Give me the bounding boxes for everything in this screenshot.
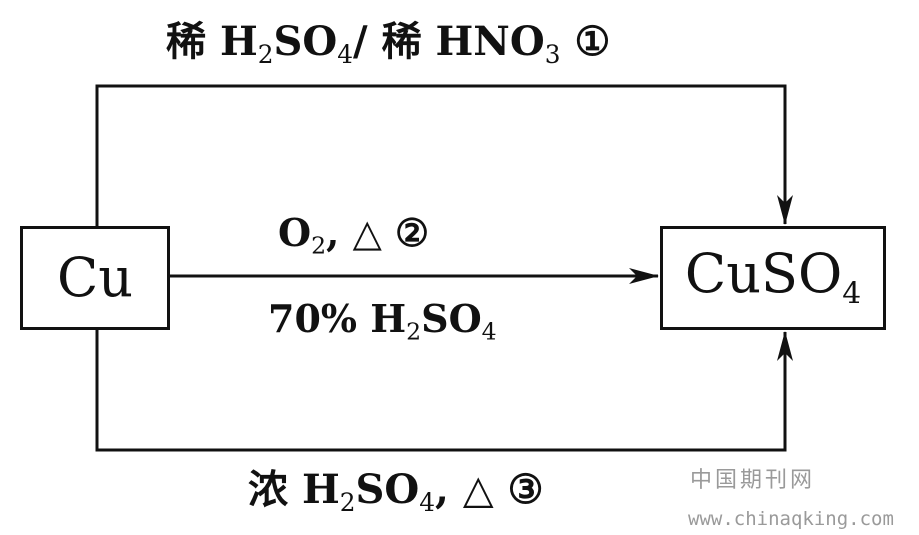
watermark-site-name: 中国期刊网: [690, 468, 816, 493]
node-cu-label: Cu: [56, 246, 134, 309]
node-cu: Cu: [20, 226, 170, 330]
watermark-url: www.chinaqking.com: [688, 508, 894, 530]
node-cuso4: CuSO4: [660, 226, 886, 330]
route-1-label: 稀 H2SO4/ 稀 HNO3 ①: [166, 18, 611, 69]
route-2-condition-bottom: 70% H2SO4: [268, 296, 497, 346]
arrow-route-3: [95, 330, 793, 452]
route-3-label: 浓 H2SO4, △ ③: [248, 466, 544, 517]
node-cuso4-label: CuSO4: [684, 242, 862, 312]
route-2-condition-top: O2, △ ②: [278, 210, 430, 260]
arrow-route-1: [95, 84, 793, 226]
